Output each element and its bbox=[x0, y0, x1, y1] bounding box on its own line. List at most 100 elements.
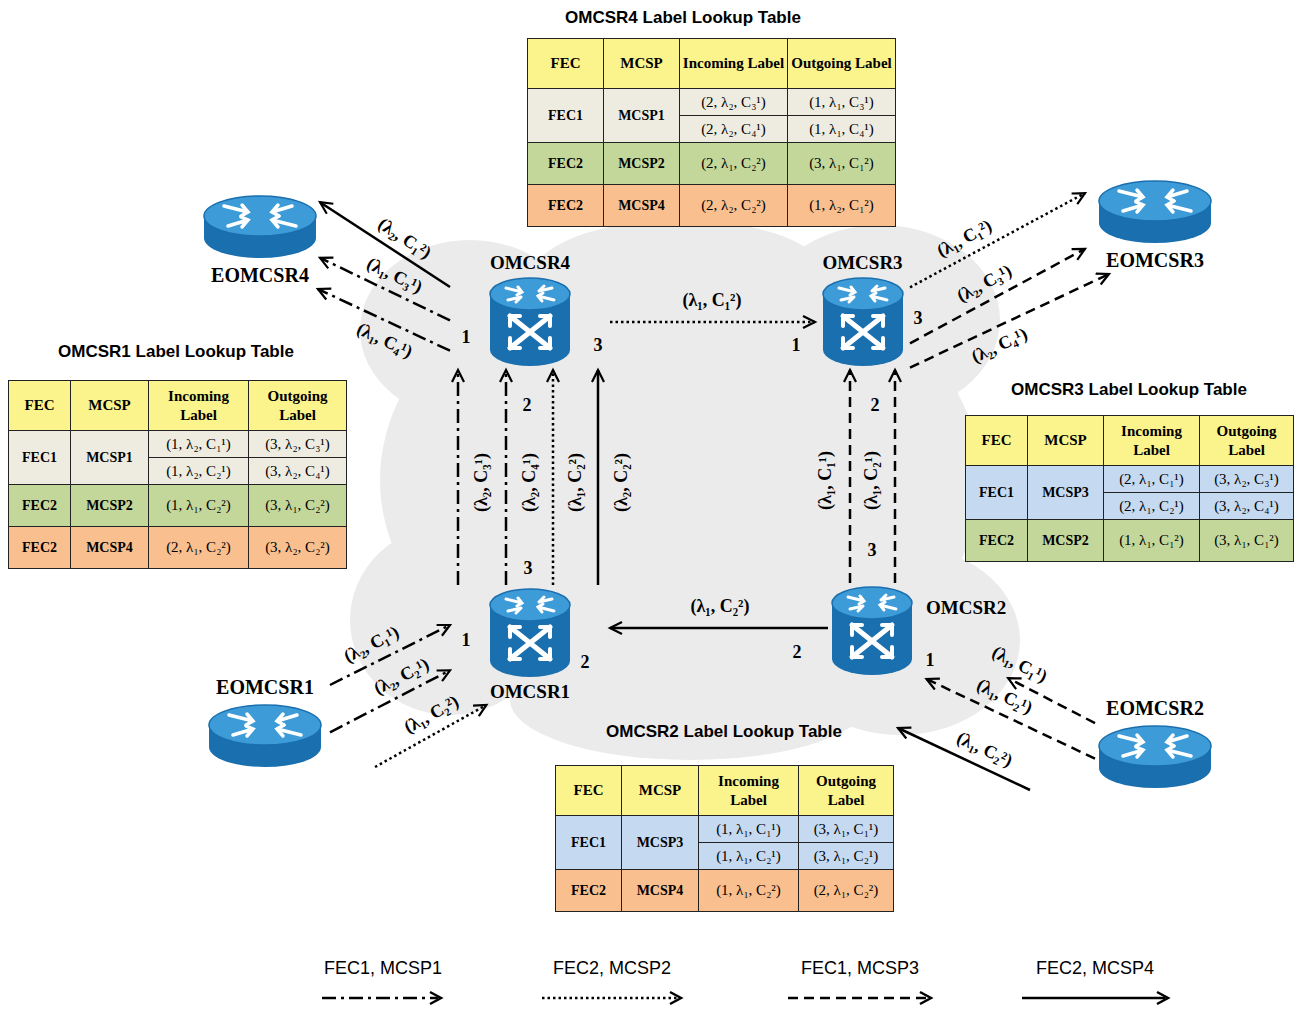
label-cell: (3, λ₂, C₃¹) bbox=[249, 431, 347, 458]
mcsp-text: MCSP3 bbox=[637, 835, 684, 850]
table-header-row: FEC MCSP Incoming Label Outgoing Label bbox=[9, 381, 347, 431]
incoming-label: (1, λ₁, C₂²) bbox=[166, 497, 231, 513]
label-cell: (3, λ₁, C₁²) bbox=[1200, 520, 1294, 562]
header-text: FEC bbox=[574, 782, 604, 798]
port-number: 1 bbox=[462, 630, 471, 651]
fec-cell: FEC1 bbox=[966, 466, 1028, 520]
header-text: FEC bbox=[25, 397, 55, 413]
incoming-label: (1, λ₁, C₂¹) bbox=[716, 848, 781, 864]
edge-label: (λ₂, C₃¹) bbox=[954, 260, 1016, 306]
port-number: 2 bbox=[581, 652, 590, 673]
router-node: OMCSR3 bbox=[815, 250, 910, 370]
header-text: MCSP bbox=[639, 782, 682, 798]
router-icon-holder bbox=[1097, 177, 1213, 247]
header-cell: MCSP bbox=[622, 766, 699, 816]
fec-cell: FEC2 bbox=[556, 870, 622, 912]
lookup-table: FECMCSPIncoming LabelOutgoing LabelFEC1M… bbox=[527, 38, 896, 227]
mcsp-cell: MCSP4 bbox=[622, 870, 699, 912]
fec-cell: FEC2 bbox=[9, 527, 71, 569]
table-row: FEC2MCSP2(1, λ₁, C₁²)(3, λ₁, C₁²) bbox=[966, 520, 1294, 562]
outgoing-label: (1, λ₁, C₄¹) bbox=[809, 121, 874, 137]
header-text: Incoming Label bbox=[168, 388, 229, 423]
edge-label: (λ₂, C₂²) bbox=[612, 452, 633, 511]
table-row: FEC2MCSP2(1, λ₁, C₂²)(3, λ₁, C₂²) bbox=[9, 485, 347, 527]
flow-arrow bbox=[552, 370, 555, 585]
fec-text: FEC2 bbox=[548, 156, 583, 171]
header-text: Incoming Label bbox=[718, 773, 779, 808]
mcsp-text: MCSP4 bbox=[637, 883, 684, 898]
header-cell: Incoming Label bbox=[1104, 416, 1200, 466]
edge-label: (λ₂, C₂¹) bbox=[371, 653, 433, 699]
outgoing-label: (3, λ₂, C₂²) bbox=[265, 539, 330, 555]
outgoing-label: (3, λ₂, C₃¹) bbox=[265, 436, 330, 452]
port-number: 1 bbox=[462, 327, 471, 348]
table-title: OMCSR2 Label Lookup Table bbox=[606, 722, 842, 742]
legend-text: FEC1, MCSP3 bbox=[801, 958, 919, 979]
table-header-row: FECMCSPIncoming Label Outgoing Label bbox=[966, 416, 1294, 466]
mcsp-cell: MCSP2 bbox=[71, 485, 149, 527]
router-node: EOMCSR2 bbox=[1095, 695, 1215, 794]
header-cell: Outgoing Label bbox=[249, 381, 347, 431]
fec-cell: FEC1 bbox=[556, 816, 622, 870]
incoming-label: (2, λ₁, C₂²) bbox=[701, 155, 766, 171]
router-icon-holder bbox=[821, 276, 905, 368]
flow-arrow bbox=[910, 274, 1109, 368]
header-text: Outgoing Label bbox=[791, 55, 891, 71]
flow-arrow bbox=[910, 249, 1085, 343]
header-cell: Incoming Label bbox=[149, 381, 249, 431]
router-icon-holder bbox=[488, 276, 572, 368]
router-icon-holder bbox=[488, 587, 572, 679]
outgoing-label: (3, λ₂, C₃¹) bbox=[1214, 471, 1279, 487]
label-cell: (1, λ₁, C₃¹) bbox=[788, 89, 896, 116]
header-cell: MCSP bbox=[71, 381, 149, 431]
flow-arrow bbox=[610, 627, 828, 630]
edge-label: (λ₁, C₁²) bbox=[934, 215, 996, 261]
mcsp-text: MCSP2 bbox=[86, 498, 133, 513]
router-node: OMCSR4 bbox=[450, 250, 610, 370]
port-number: 3 bbox=[524, 558, 533, 579]
fec-cell: FEC2 bbox=[9, 485, 71, 527]
table-row: FEC1MCSP3(2, λ₁, C₁¹)(3, λ₂, C₃¹) bbox=[966, 466, 1294, 493]
header-cell: FEC bbox=[556, 766, 622, 816]
fec-text: FEC2 bbox=[979, 533, 1014, 548]
table-row: FEC1MCSP1(1, λ₂, C₁¹)(3, λ₂, C₃¹) bbox=[9, 431, 347, 458]
fec-text: FEC2 bbox=[22, 540, 57, 555]
table-header-row: FEC MCSP Incoming Label Outgoing Label bbox=[556, 766, 894, 816]
outgoing-label: (3, λ₂, C₄¹) bbox=[265, 463, 330, 479]
outgoing-label: (3, λ₁, C₁²) bbox=[809, 155, 874, 171]
header-cell: Outgoing Label bbox=[799, 766, 894, 816]
table-row: FEC2MCSP4(1, λ₁, C₂²)(2, λ₁, C₂²) bbox=[556, 870, 894, 912]
incoming-label: (2, λ₂, C₃¹) bbox=[701, 94, 766, 110]
port-number: 1 bbox=[926, 650, 935, 671]
header-text: FEC bbox=[551, 55, 581, 71]
header-cell: FEC bbox=[9, 381, 71, 431]
router-name: EOMCSR4 bbox=[211, 264, 309, 287]
table-row: FEC1MCSP1(2, λ₂, C₃¹)(1, λ₁, C₃¹) bbox=[528, 89, 896, 116]
mcsp-cell: MCSP4 bbox=[604, 185, 680, 227]
network-cloud bbox=[350, 220, 1020, 760]
label-cell: (1, λ₁, C₂²) bbox=[149, 485, 249, 527]
header-cell: FEC bbox=[966, 416, 1028, 466]
header-text: MCSP bbox=[620, 55, 663, 71]
label-cell: (1, λ₂, C₁²) bbox=[788, 185, 896, 227]
label-cell: (1, λ₁, C₁²) bbox=[1104, 520, 1200, 562]
flow-arrow bbox=[849, 370, 852, 583]
header-cell: MCSP bbox=[604, 39, 680, 89]
header-text: Outgoing Label bbox=[1216, 423, 1276, 458]
edge-label: (λ₁, C₁²) bbox=[682, 290, 741, 311]
fec-text: FEC1 bbox=[22, 450, 57, 465]
port-number: 2 bbox=[871, 395, 880, 416]
table-row: FEC2MCSP4(2, λ₁, C₂²)(3, λ₂, C₂²) bbox=[9, 527, 347, 569]
fec-text: FEC2 bbox=[22, 498, 57, 513]
header-cell: MCSP bbox=[1028, 416, 1104, 466]
header-text: Outgoing Label bbox=[816, 773, 876, 808]
router-icon-holder bbox=[207, 701, 323, 771]
fec-text: FEC1 bbox=[571, 835, 606, 850]
header-text: Incoming Label bbox=[683, 55, 784, 71]
header-cell: Incoming Label bbox=[680, 39, 788, 89]
lookup-table: FECMCSPIncoming Label Outgoing LabelFEC1M… bbox=[965, 415, 1294, 562]
incoming-label: (2, λ₁, C₂²) bbox=[166, 539, 231, 555]
outgoing-label: (1, λ₂, C₁²) bbox=[809, 197, 874, 213]
table-title: OMCSR1 Label Lookup Table bbox=[58, 342, 294, 362]
outgoing-label: (2, λ₁, C₂²) bbox=[814, 882, 879, 898]
